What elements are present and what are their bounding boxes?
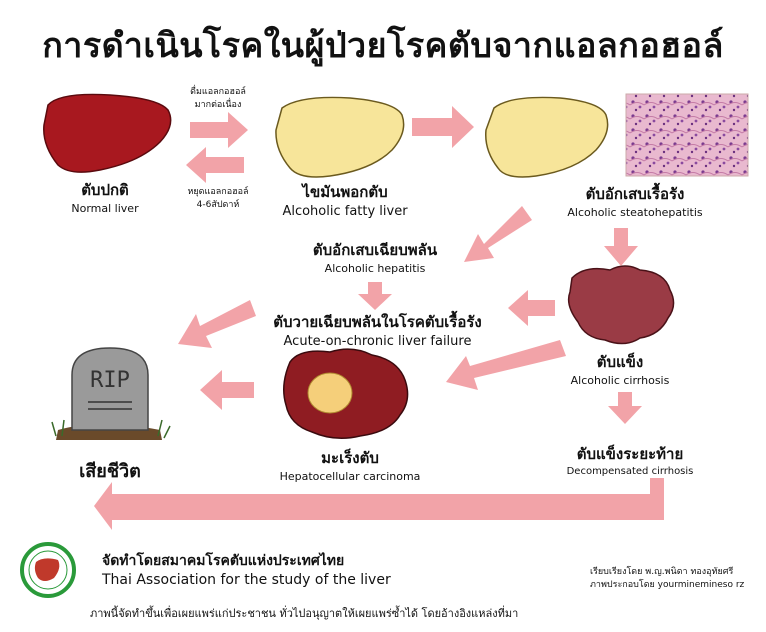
stage-aclf-en: Acute-on-chronic liver failure bbox=[283, 334, 472, 349]
stage-decomp-th: ตับแข็งระยะท้าย bbox=[576, 445, 684, 463]
arrow-label-drink: ดื่มแอลกอฮอล์ มากต่อเนื่อง bbox=[178, 86, 258, 112]
stage-aclf: ตับวายเฉียบพลันในโรคตับเรื้อรัง Acute-on… bbox=[245, 310, 510, 349]
stage-normal: ตับปกติ Normal liver bbox=[30, 178, 180, 215]
stage-steato: ตับอักเสบเรื้อรัง Alcoholic steatohepati… bbox=[540, 182, 730, 219]
progression-arrows bbox=[94, 106, 664, 530]
histology-image bbox=[625, 93, 749, 177]
arrow-steato-cirrhosis bbox=[604, 228, 638, 266]
drink-label-line1: ดื่มแอลกอฮอล์ bbox=[190, 87, 246, 97]
footer-org-en: Thai Association for the study of the li… bbox=[102, 572, 391, 588]
stage-fatty-en: Alcoholic fatty liver bbox=[282, 204, 408, 219]
tumor-image bbox=[307, 372, 353, 414]
fatty-liver-image bbox=[275, 96, 405, 178]
tombstone-text: RIP bbox=[90, 368, 130, 393]
arrow-aclf-death bbox=[178, 300, 256, 348]
stage-steato-th: ตับอักเสบเรื้อรัง bbox=[585, 185, 685, 203]
arrow-cirrhosis-aclf bbox=[508, 290, 555, 326]
arrow-stop bbox=[186, 147, 244, 183]
drink-label-line2: มากต่อเนื่อง bbox=[194, 100, 242, 110]
stage-hepatitis: ตับอักเสบเฉียบพลัน Alcoholic hepatitis bbox=[280, 238, 470, 275]
stage-death: เสียชีวิต bbox=[79, 461, 141, 482]
footer-credit-author: เรียบเรียงโดย พ.ญ.พนิดา ทองอุทัยศรี bbox=[590, 567, 734, 577]
arrow-steato-hepatitis bbox=[464, 206, 532, 262]
stage-cirrhosis-th: ตับแข็ง bbox=[596, 353, 644, 371]
footer-note: ภาพนี้จัดทำขึ้นเพื่อเผยแพร่แก่ประชาชน ทั… bbox=[90, 607, 519, 620]
arrow-fatty-steato bbox=[412, 106, 474, 148]
arrow-drink bbox=[190, 112, 248, 148]
stage-steato-en: Alcoholic steatohepatitis bbox=[567, 206, 703, 219]
stop-label-line2: 4-6สัปดาห์ bbox=[196, 200, 240, 210]
association-logo bbox=[20, 542, 76, 598]
stage-hepatitis-en: Alcoholic hepatitis bbox=[324, 262, 426, 275]
stage-cirrhosis: ตับแข็ง Alcoholic cirrhosis bbox=[560, 350, 680, 387]
stage-normal-en: Normal liver bbox=[71, 202, 139, 215]
arrow-cirrhosis-hcc bbox=[446, 340, 566, 390]
stage-fatty-th: ไขมันพอกตับ bbox=[302, 183, 388, 201]
arrow-hepatitis-aclf bbox=[358, 282, 392, 310]
page-title: การดำเนินโรคในผู้ป่วยโรคตับจากแอลกอฮอล์ bbox=[42, 26, 724, 66]
footer-credits: เรียบเรียงโดย พ.ญ.พนิดา ทองอุทัยศรี ภาพป… bbox=[590, 566, 744, 592]
normal-liver-image bbox=[43, 93, 172, 173]
footer-credit-illustrator: ภาพประกอบโดย yourminemineso rz bbox=[590, 580, 745, 590]
stage-hepatitis-th: ตับอักเสบเฉียบพลัน bbox=[312, 241, 438, 259]
stop-label-line1: หยุดแอลกอฮอล์ bbox=[187, 187, 249, 197]
steatohepatitis-liver-image bbox=[485, 96, 609, 178]
footer-org-th: จัดทำโดยสมาคมโรคตับแห่งประเทศไทย bbox=[102, 553, 345, 569]
cirrhosis-liver-image bbox=[567, 265, 675, 345]
stage-decomp-en: Decompensated cirrhosis bbox=[566, 466, 694, 477]
stage-hcc-th: มะเร็งตับ bbox=[321, 449, 379, 467]
stage-decomp: ตับแข็งระยะท้าย Decompensated cirrhosis bbox=[555, 442, 705, 477]
stage-hcc: มะเร็งตับ Hepatocellular carcinoma bbox=[260, 446, 440, 483]
stage-normal-th: ตับปกติ bbox=[81, 181, 129, 199]
stage-fatty: ไขมันพอกตับ Alcoholic fatty liver bbox=[260, 180, 430, 219]
stage-cirrhosis-en: Alcoholic cirrhosis bbox=[570, 374, 670, 387]
stage-aclf-th: ตับวายเฉียบพลันในโรคตับเรื้อรัง bbox=[273, 313, 482, 331]
arrow-hcc-death bbox=[200, 370, 254, 410]
stage-hcc-en: Hepatocellular carcinoma bbox=[279, 470, 421, 483]
tombstone-image bbox=[51, 347, 171, 440]
arrow-cirrhosis-decomp bbox=[608, 392, 642, 424]
arrow-decomp-death bbox=[94, 478, 664, 530]
arrow-label-stop: หยุดแอลกอฮอล์ 4-6สัปดาห์ bbox=[178, 186, 258, 212]
